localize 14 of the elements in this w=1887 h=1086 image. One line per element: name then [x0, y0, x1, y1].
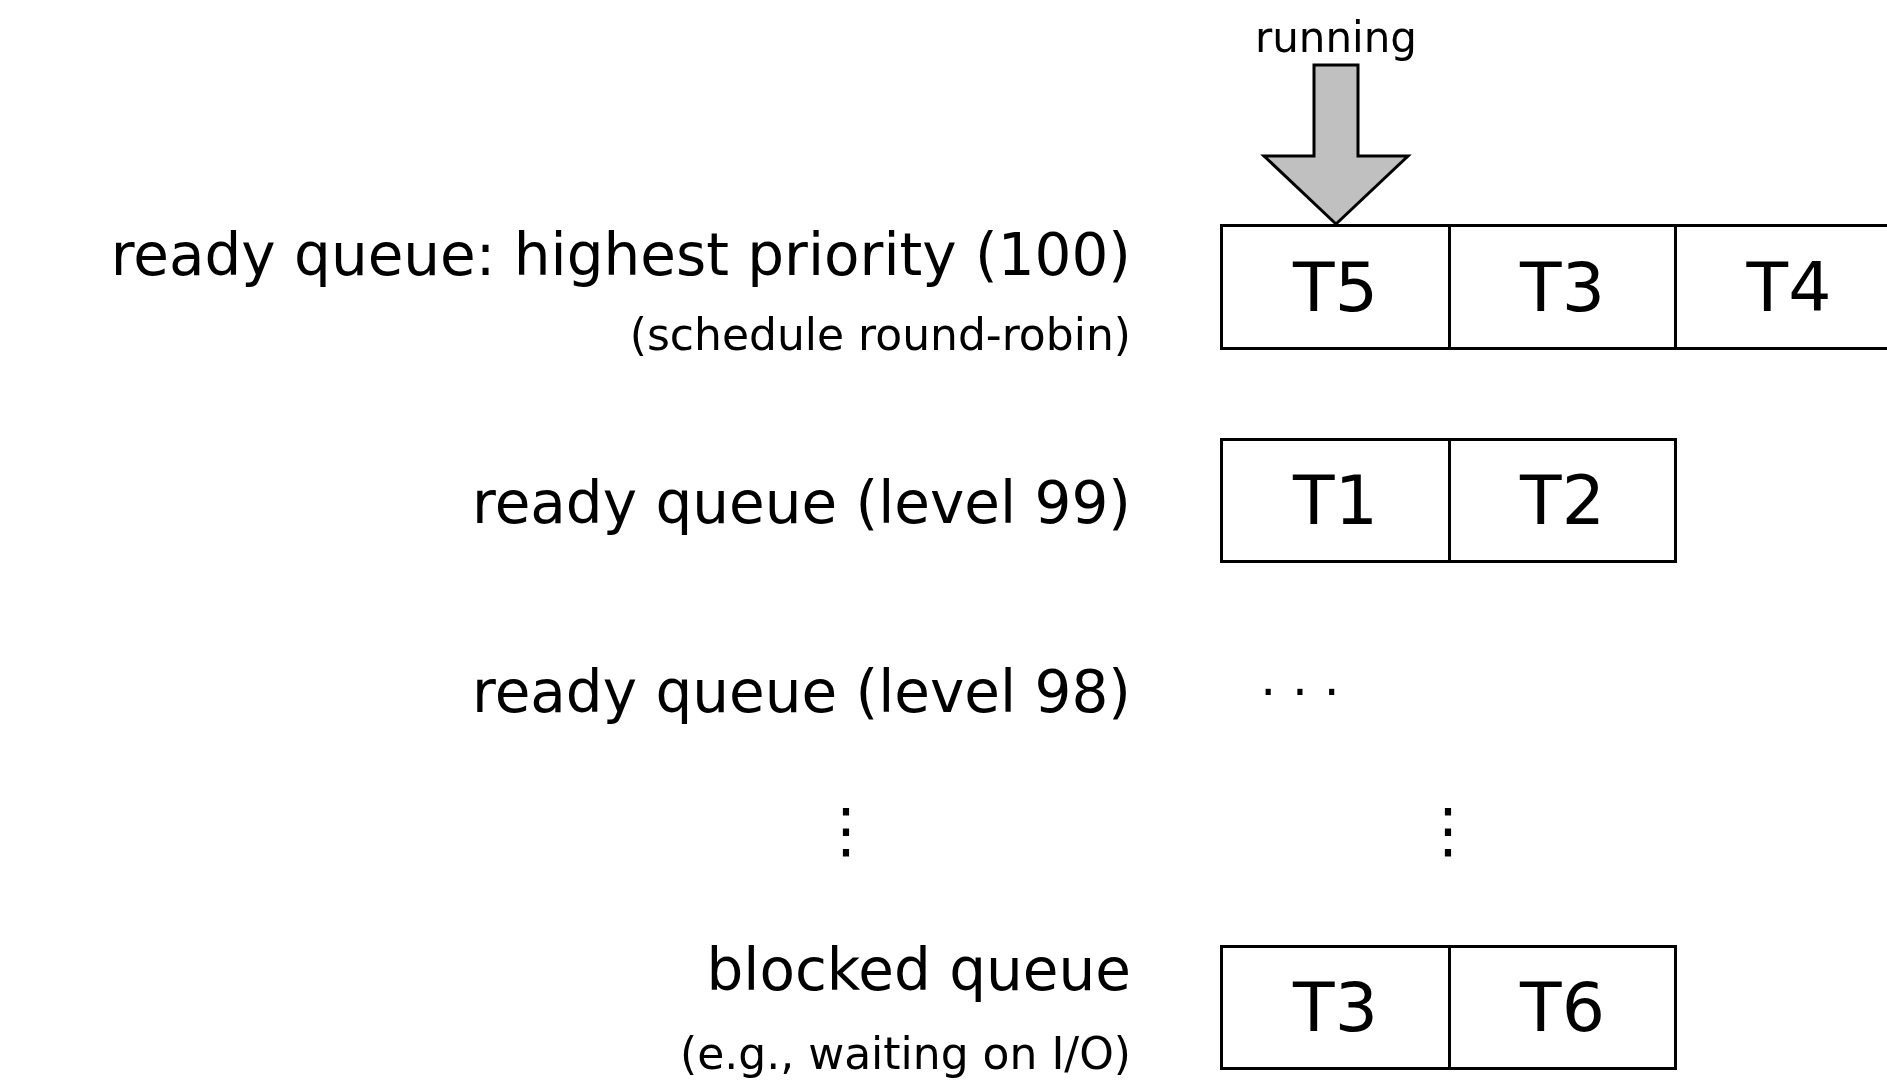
- queue-cell: T3: [1220, 945, 1451, 1070]
- queue-cell: T3: [1448, 224, 1677, 350]
- vertical-ellipsis: ⋮: [1418, 800, 1478, 860]
- state-label: running: [1236, 10, 1436, 65]
- queue-cell: T1: [1220, 438, 1451, 563]
- ellipsis: · · ·: [1260, 667, 1340, 717]
- queue-label: (schedule round-robin): [629, 313, 1131, 357]
- queue-cell: T4: [1674, 224, 1887, 350]
- queue-cell: T6: [1448, 945, 1677, 1070]
- arrow: [1260, 63, 1412, 227]
- queue-cell: T2: [1448, 438, 1677, 563]
- queue-cell: T5: [1220, 224, 1451, 350]
- vertical-ellipsis: ⋮: [816, 800, 876, 860]
- queue-label: (e.g., waiting on I/O): [680, 1032, 1131, 1076]
